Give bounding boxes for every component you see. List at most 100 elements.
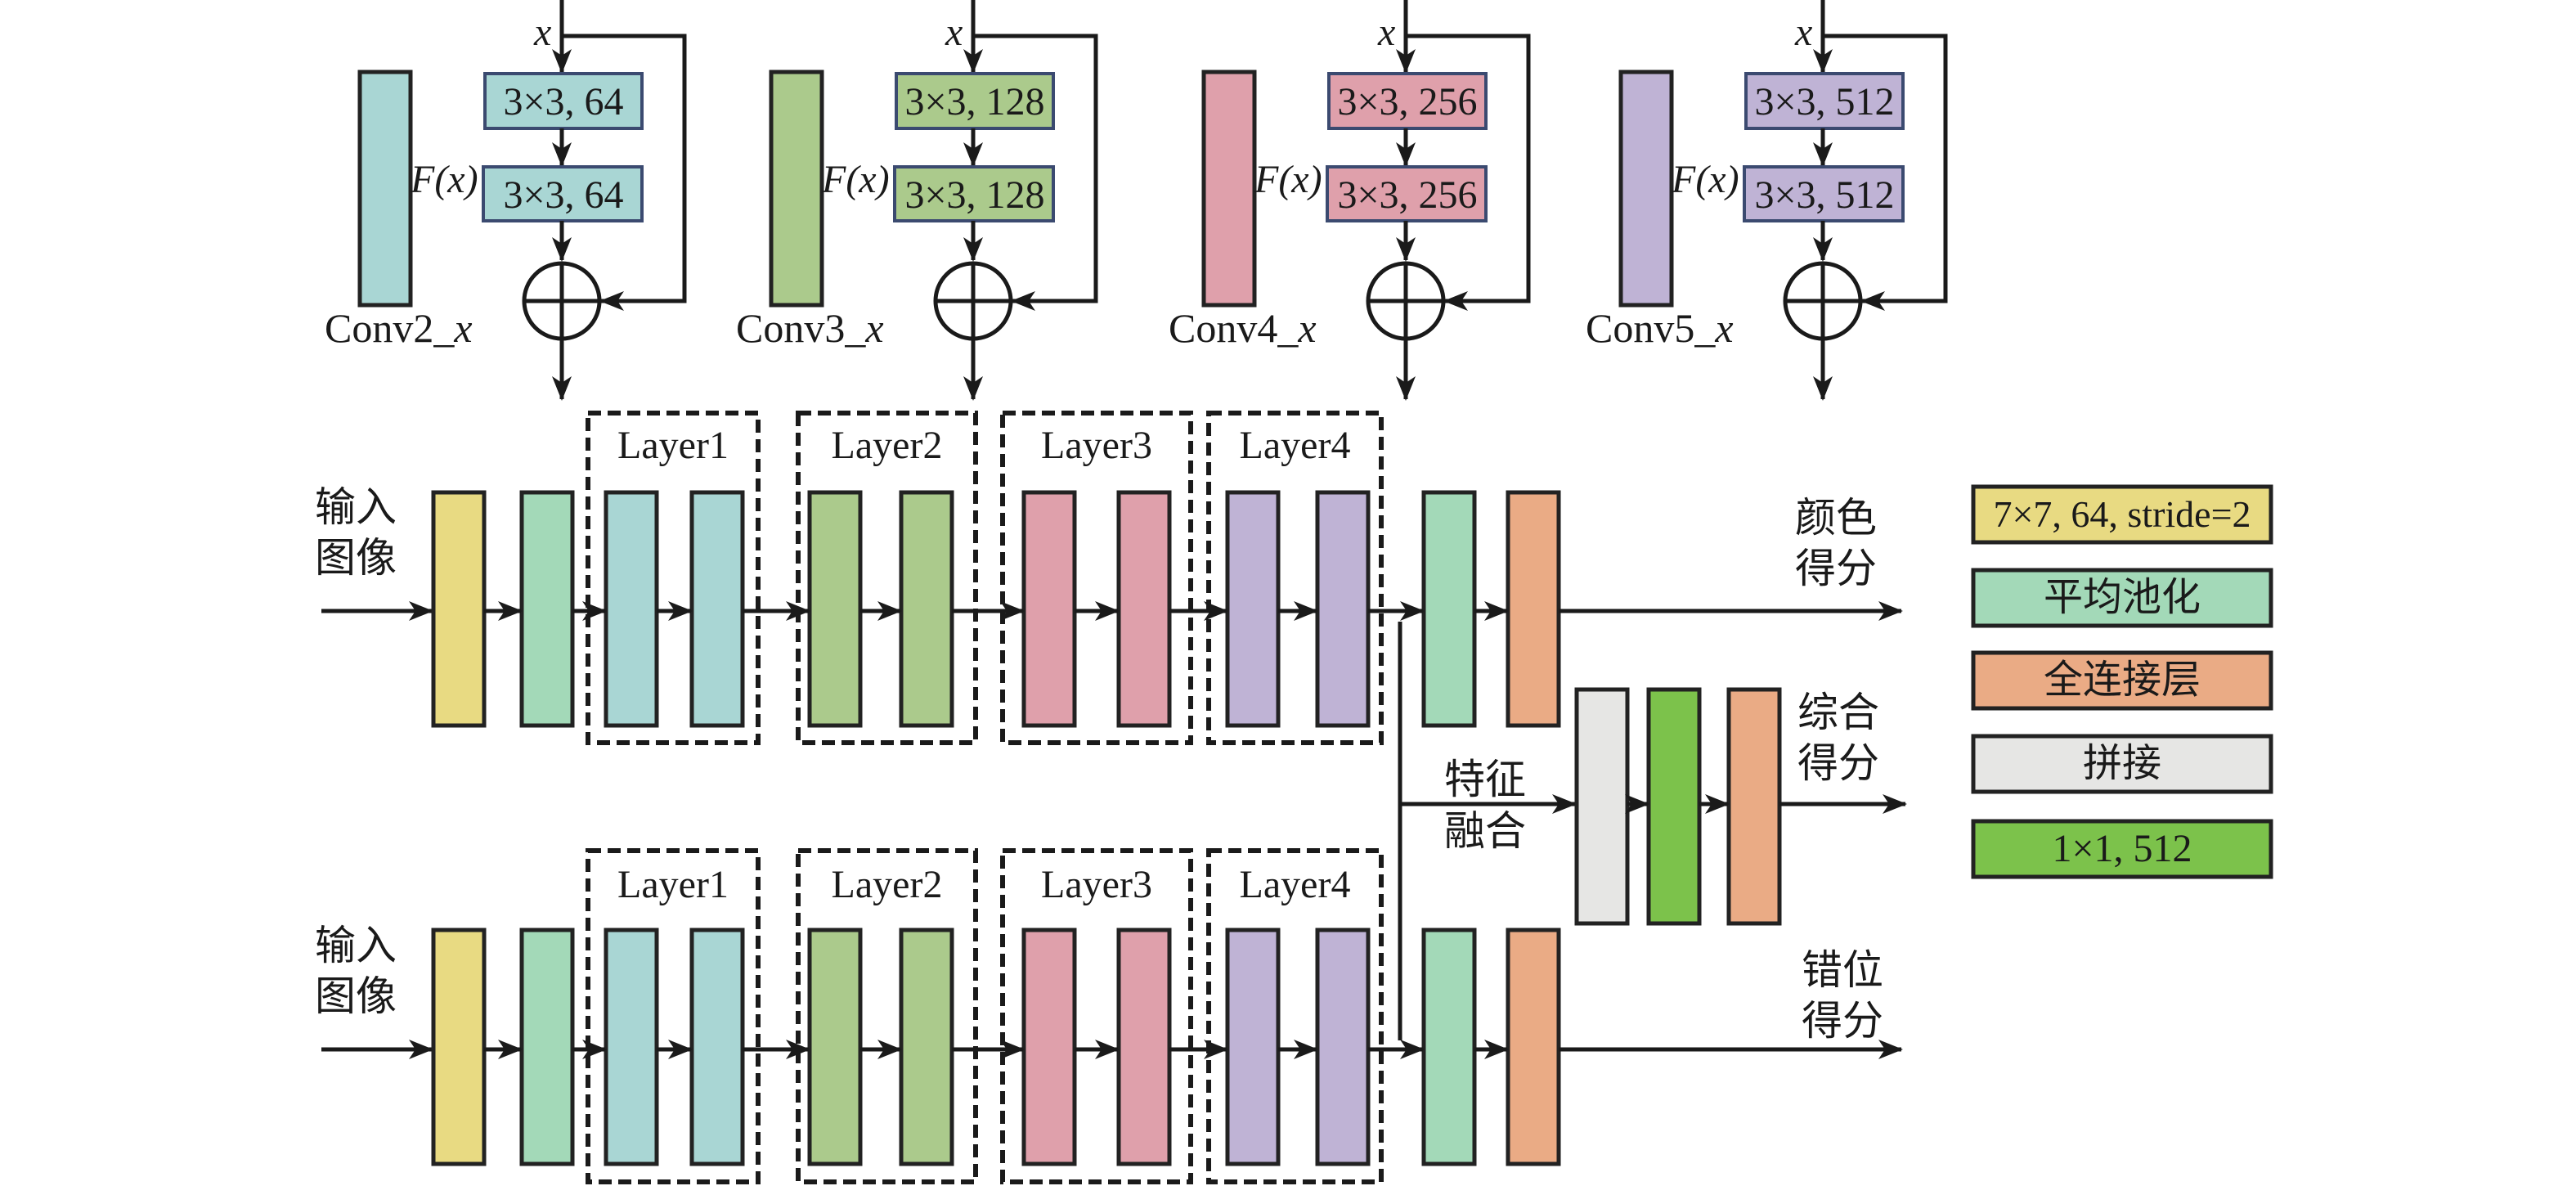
- layer-bar-layer3: [1021, 928, 1077, 1166]
- layer-bar-fc: [1506, 490, 1561, 728]
- layer-bar-fc: [1506, 928, 1561, 1166]
- layer-bar-layer1: [604, 490, 659, 728]
- legend-item: 7×7, 64, stride=2: [1971, 484, 2273, 545]
- layer-bar-layer4: [1315, 928, 1371, 1166]
- fx-label: F(x): [1671, 158, 1739, 201]
- legend-item: 平均池化: [1971, 568, 2273, 628]
- stage-caption: Conv5_x: [1586, 305, 1734, 351]
- add-icon: [1366, 261, 1446, 341]
- skip-connection: [1406, 34, 1531, 311]
- conv-box-2-label: 3×3, 64: [503, 173, 623, 217]
- layer-bar-layer1: [604, 928, 659, 1166]
- layer-bar-conv7x7: [431, 490, 487, 728]
- legend-label: 平均池化: [2044, 574, 2201, 620]
- layer-group-label: Layer2: [832, 863, 943, 906]
- layer-group-label: Layer2: [832, 424, 943, 467]
- add-icon: [522, 261, 602, 341]
- score-label-line2: 得分: [1795, 545, 1877, 592]
- layer-group-box: [586, 848, 761, 1184]
- stage-caption-var: x: [1297, 305, 1316, 351]
- layer-group-box: [586, 411, 761, 745]
- skip-connection: [1823, 34, 1948, 311]
- conv-box-1-label: 3×3, 512: [1754, 80, 1894, 124]
- add-icon: [933, 261, 1013, 341]
- layer-bar-layer4: [1315, 490, 1371, 728]
- layer-bar-layer1: [689, 928, 745, 1166]
- conv-box-2: [893, 165, 1055, 222]
- fx-label: F(x): [1254, 158, 1322, 201]
- layer-bar-layer3: [1116, 490, 1172, 728]
- stage-bar: [357, 70, 413, 308]
- conv-box-1-label: 3×3, 64: [503, 80, 623, 124]
- stage-bar: [1201, 70, 1257, 308]
- fusion-bar-concat: [1574, 687, 1630, 926]
- layer-bar-layer2: [899, 490, 954, 728]
- fusion-label-line2: 融合: [1444, 807, 1526, 855]
- stage-caption-main: Conv5_: [1586, 305, 1716, 351]
- stage-caption-var: x: [453, 305, 472, 351]
- input-image-label-line2: 图像: [315, 534, 397, 582]
- conv-box-2-label: 3×3, 256: [1337, 173, 1477, 217]
- layer-group-label: Layer1: [617, 863, 729, 906]
- legend-label: 1×1, 512: [2052, 827, 2192, 870]
- layer-group-box: [796, 411, 978, 745]
- conv-box-1-label: 3×3, 128: [904, 80, 1044, 124]
- legend-swatch: [1971, 484, 2273, 545]
- stage-bar: [1618, 70, 1674, 308]
- residual-blocks: Conv2_xx3×3, 643×3, 64F(x)Conv3_xx3×3, 1…: [325, 0, 1948, 401]
- conv-box-2-label: 3×3, 128: [904, 173, 1044, 217]
- residual-block-2: Conv2_xx3×3, 643×3, 64F(x): [325, 0, 687, 401]
- stage-caption-main: Conv4_: [1169, 305, 1299, 351]
- fusion-bar-fc: [1726, 687, 1782, 926]
- conv-box-2-label: 3×3, 512: [1754, 173, 1894, 217]
- legend-item: 全连接层: [1971, 650, 2273, 711]
- score-label-line1: 颜色: [1795, 494, 1877, 541]
- legend-label: 全连接层: [2044, 657, 2201, 703]
- overall-score-line2: 得分: [1797, 739, 1879, 787]
- stage-bar: [769, 70, 824, 308]
- legend-swatch: [1971, 568, 2273, 628]
- layer-bar-layer3: [1116, 928, 1172, 1166]
- stage-caption-main: Conv2_: [325, 305, 455, 351]
- conv-box-2: [1326, 165, 1488, 222]
- fx-label: F(x): [821, 158, 890, 201]
- layer-bar-avg-pool: [1421, 928, 1477, 1166]
- conv-box-1: [1327, 72, 1488, 130]
- layer-group-label: Layer3: [1041, 424, 1152, 467]
- input-image-label-line1: 输入: [315, 922, 397, 969]
- legend-item: 拼接: [1971, 734, 2273, 794]
- conv-box-2: [482, 165, 644, 222]
- layer-group-label: Layer3: [1041, 863, 1152, 906]
- layer-group-box: [1206, 848, 1384, 1184]
- input-label: x: [1794, 11, 1812, 54]
- layer-group-box: [1000, 848, 1193, 1184]
- layer-bar-avg-pool: [519, 490, 575, 728]
- layer-group-label: Layer4: [1240, 863, 1351, 906]
- legend-swatch: [1971, 734, 2273, 794]
- stage-caption-var: x: [864, 305, 883, 351]
- conv-box-1: [895, 72, 1055, 130]
- score-label-line1: 错位: [1802, 946, 1883, 994]
- legend-label: 7×7, 64, stride=2: [1993, 493, 2251, 535]
- layer-bar-conv7x7: [431, 928, 487, 1166]
- stage-caption: Conv4_x: [1169, 305, 1317, 351]
- fusion-label-line1: 特征: [1444, 756, 1526, 803]
- input-label: x: [1377, 11, 1395, 54]
- layer-group-label: Layer4: [1240, 424, 1351, 467]
- layer-bar-layer3: [1021, 490, 1077, 728]
- skip-connection: [562, 34, 687, 311]
- layer-bar-avg-pool: [1421, 490, 1477, 728]
- fusion-bar-conv1x1: [1646, 687, 1702, 926]
- conv-box-2: [1743, 165, 1905, 222]
- stage-caption: Conv3_x: [736, 305, 884, 351]
- layer-bar-layer1: [689, 490, 745, 728]
- legend-swatch: [1971, 650, 2273, 711]
- score-label-line2: 得分: [1802, 997, 1883, 1044]
- stage-caption: Conv2_x: [325, 305, 473, 351]
